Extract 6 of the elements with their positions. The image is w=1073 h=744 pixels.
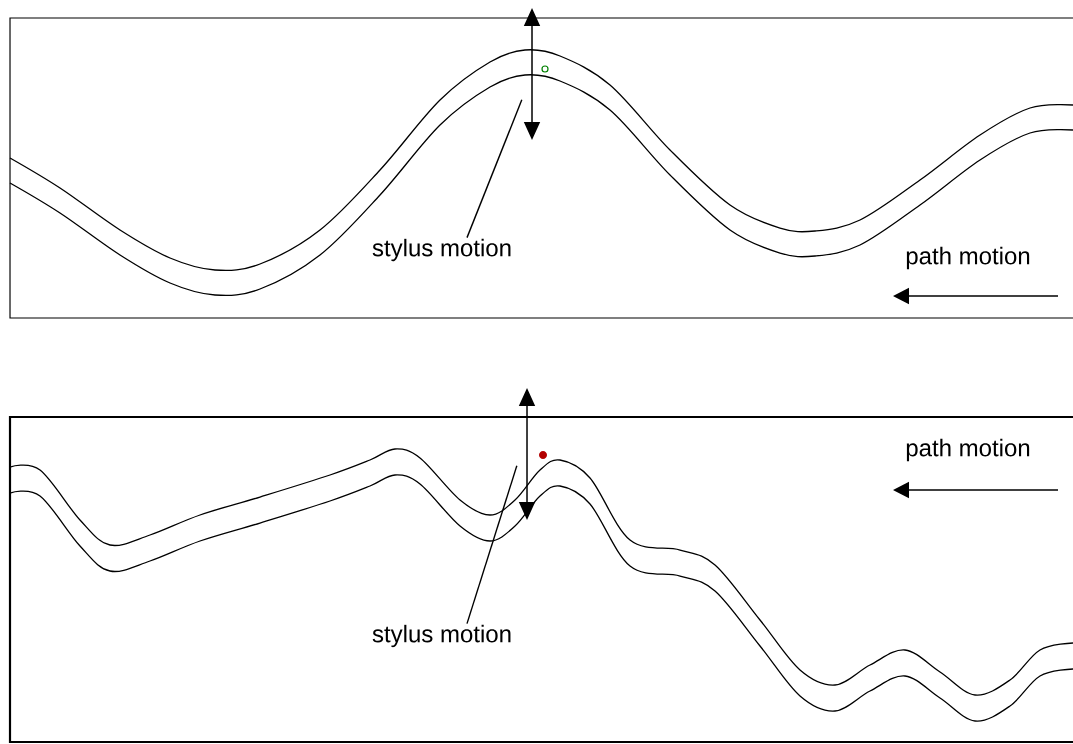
text-label: path motion <box>906 246 1030 270</box>
leader-line <box>466 465 518 625</box>
text-label: path motion <box>906 438 1030 462</box>
text-label: stylus motion <box>372 238 511 262</box>
leader-line <box>466 99 523 239</box>
text-label: stylus motion <box>372 624 511 648</box>
